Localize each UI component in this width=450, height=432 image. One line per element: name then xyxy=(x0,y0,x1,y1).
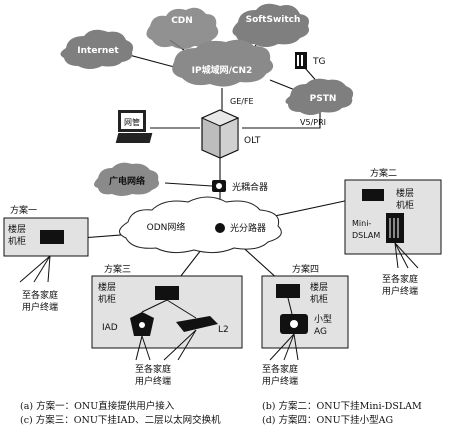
scheme-3: 方案三 楼层 机柜 IAD L2 至各家庭 用户终端 xyxy=(91,263,243,387)
cloud-pstn: PSTN xyxy=(285,78,354,115)
scheme-1-terminal-line1: 至各家庭 xyxy=(22,289,58,301)
cloud-pstn-label: PSTN xyxy=(310,94,337,104)
scheme-4-ag-line2: AG xyxy=(314,327,327,337)
scheme-4-terminal-line2: 用户终端 xyxy=(262,375,298,387)
scheme-3-onu-icon xyxy=(155,286,179,300)
combiner-label: 光耦合器 xyxy=(232,181,268,193)
scheme-3-iad-label: IAD xyxy=(102,323,118,333)
scheme-2-terminal-line2: 用户终端 xyxy=(382,285,418,297)
combiner-icon: 光耦合器 xyxy=(212,180,268,193)
scheme-3-cabinet-line2: 机柜 xyxy=(98,293,116,305)
cloud-cdn-label: CDN xyxy=(171,16,193,26)
scheme-3-terminal-line1: 至各家庭 xyxy=(135,363,171,375)
scheme-2: 方案二 楼层 机柜 Mini- DSLAM 至各家庭 用户终端 xyxy=(344,167,442,297)
cloud-ip-metro-label: IP城域网/CN2 xyxy=(192,64,253,76)
scheme-4-title: 方案四 xyxy=(292,263,319,275)
scheme-3-cabinet-line1: 楼层 xyxy=(98,281,116,293)
olt-label: OLT xyxy=(244,136,261,146)
link-broadcast-combiner xyxy=(164,182,213,187)
nms-label: 网管 xyxy=(124,117,140,127)
scheme-3-title: 方案三 xyxy=(104,263,131,275)
link-label-ge-fe: GE/FE xyxy=(230,97,254,106)
tg-device: TG xyxy=(295,52,325,69)
caption-b: (b) 方案二：ONU下挂Mini-DSLAM xyxy=(262,401,422,412)
cloud-broadcast-label: 广电网络 xyxy=(109,175,145,187)
cloud-softswitch-label: SoftSwitch xyxy=(246,15,301,25)
scheme-3-terminal-line2: 用户终端 xyxy=(135,375,171,387)
scheme-2-terminal-line1: 至各家庭 xyxy=(382,273,418,285)
scheme-2-cabinet-line1: 楼层 xyxy=(396,187,414,199)
scheme-1-cabinet-line1: 楼层 xyxy=(8,223,26,235)
scheme-1-onu-icon xyxy=(40,230,64,244)
caption-d: (d) 方案四：ONU下挂小型AG xyxy=(262,415,394,426)
cloud-ip-metro: IP城域网/CN2 xyxy=(172,39,274,87)
caption-a: (a) 方案一：ONU直接提供用户接入 xyxy=(20,401,175,412)
cloud-broadcast: 广电网络 xyxy=(94,162,160,196)
caption-c: (c) 方案三：ONU下挂IAD、二层以太网交换机 xyxy=(20,415,221,426)
scheme-2-cabinet-line2: 机柜 xyxy=(396,199,414,211)
scheme-4-ag-line1: 小型 xyxy=(314,314,332,325)
link-pstn-olt xyxy=(242,110,321,129)
nms-computer-icon: 网管 xyxy=(115,110,153,143)
cloud-internet-label: Internet xyxy=(77,46,119,56)
scheme-2-dslam-icon xyxy=(386,213,404,243)
scheme-2-title: 方案二 xyxy=(370,167,397,179)
cloud-internet: Internet xyxy=(60,29,134,69)
scheme-1-terminal-line2: 用户终端 xyxy=(22,301,58,313)
scheme-4-terminal-line1: 至各家庭 xyxy=(262,363,298,375)
cloud-odn-label: ODN网络 xyxy=(147,221,186,233)
scheme-4-onu-icon xyxy=(276,284,300,298)
scheme-3-l2-switch-icon xyxy=(176,316,218,332)
scheme-3-l2-label: L2 xyxy=(218,325,229,335)
splitter-icon: 光分路器 xyxy=(215,222,266,234)
scheme-4-cabinet-line2: 机柜 xyxy=(310,293,328,305)
link-label-v5-pri: V5/PRI xyxy=(300,118,326,127)
scheme-4-cabinet-line1: 楼层 xyxy=(310,281,328,293)
scheme-2-device-line1: Mini- xyxy=(352,219,371,228)
scheme-1-title: 方案一 xyxy=(10,204,37,216)
scheme-2-device-line2: DSLAM xyxy=(352,231,380,240)
scheme-1: 方案一 楼层 机柜 至各家庭 用户终端 xyxy=(3,204,89,313)
scheme-4: 方案四 楼层 机柜 小型 AG 至各家庭 用户终端 xyxy=(261,263,349,387)
cloud-odn: ODN网络 xyxy=(119,196,282,254)
splitter-label: 光分路器 xyxy=(230,222,266,234)
olt-device-icon: OLT xyxy=(200,109,261,159)
scheme-2-onu-icon xyxy=(362,189,384,201)
cloud-softswitch: SoftSwitch xyxy=(232,3,309,47)
scheme-1-cabinet-line2: 机柜 xyxy=(8,235,26,247)
cloud-cdn: CDN xyxy=(146,7,219,49)
tg-label: TG xyxy=(312,57,325,67)
